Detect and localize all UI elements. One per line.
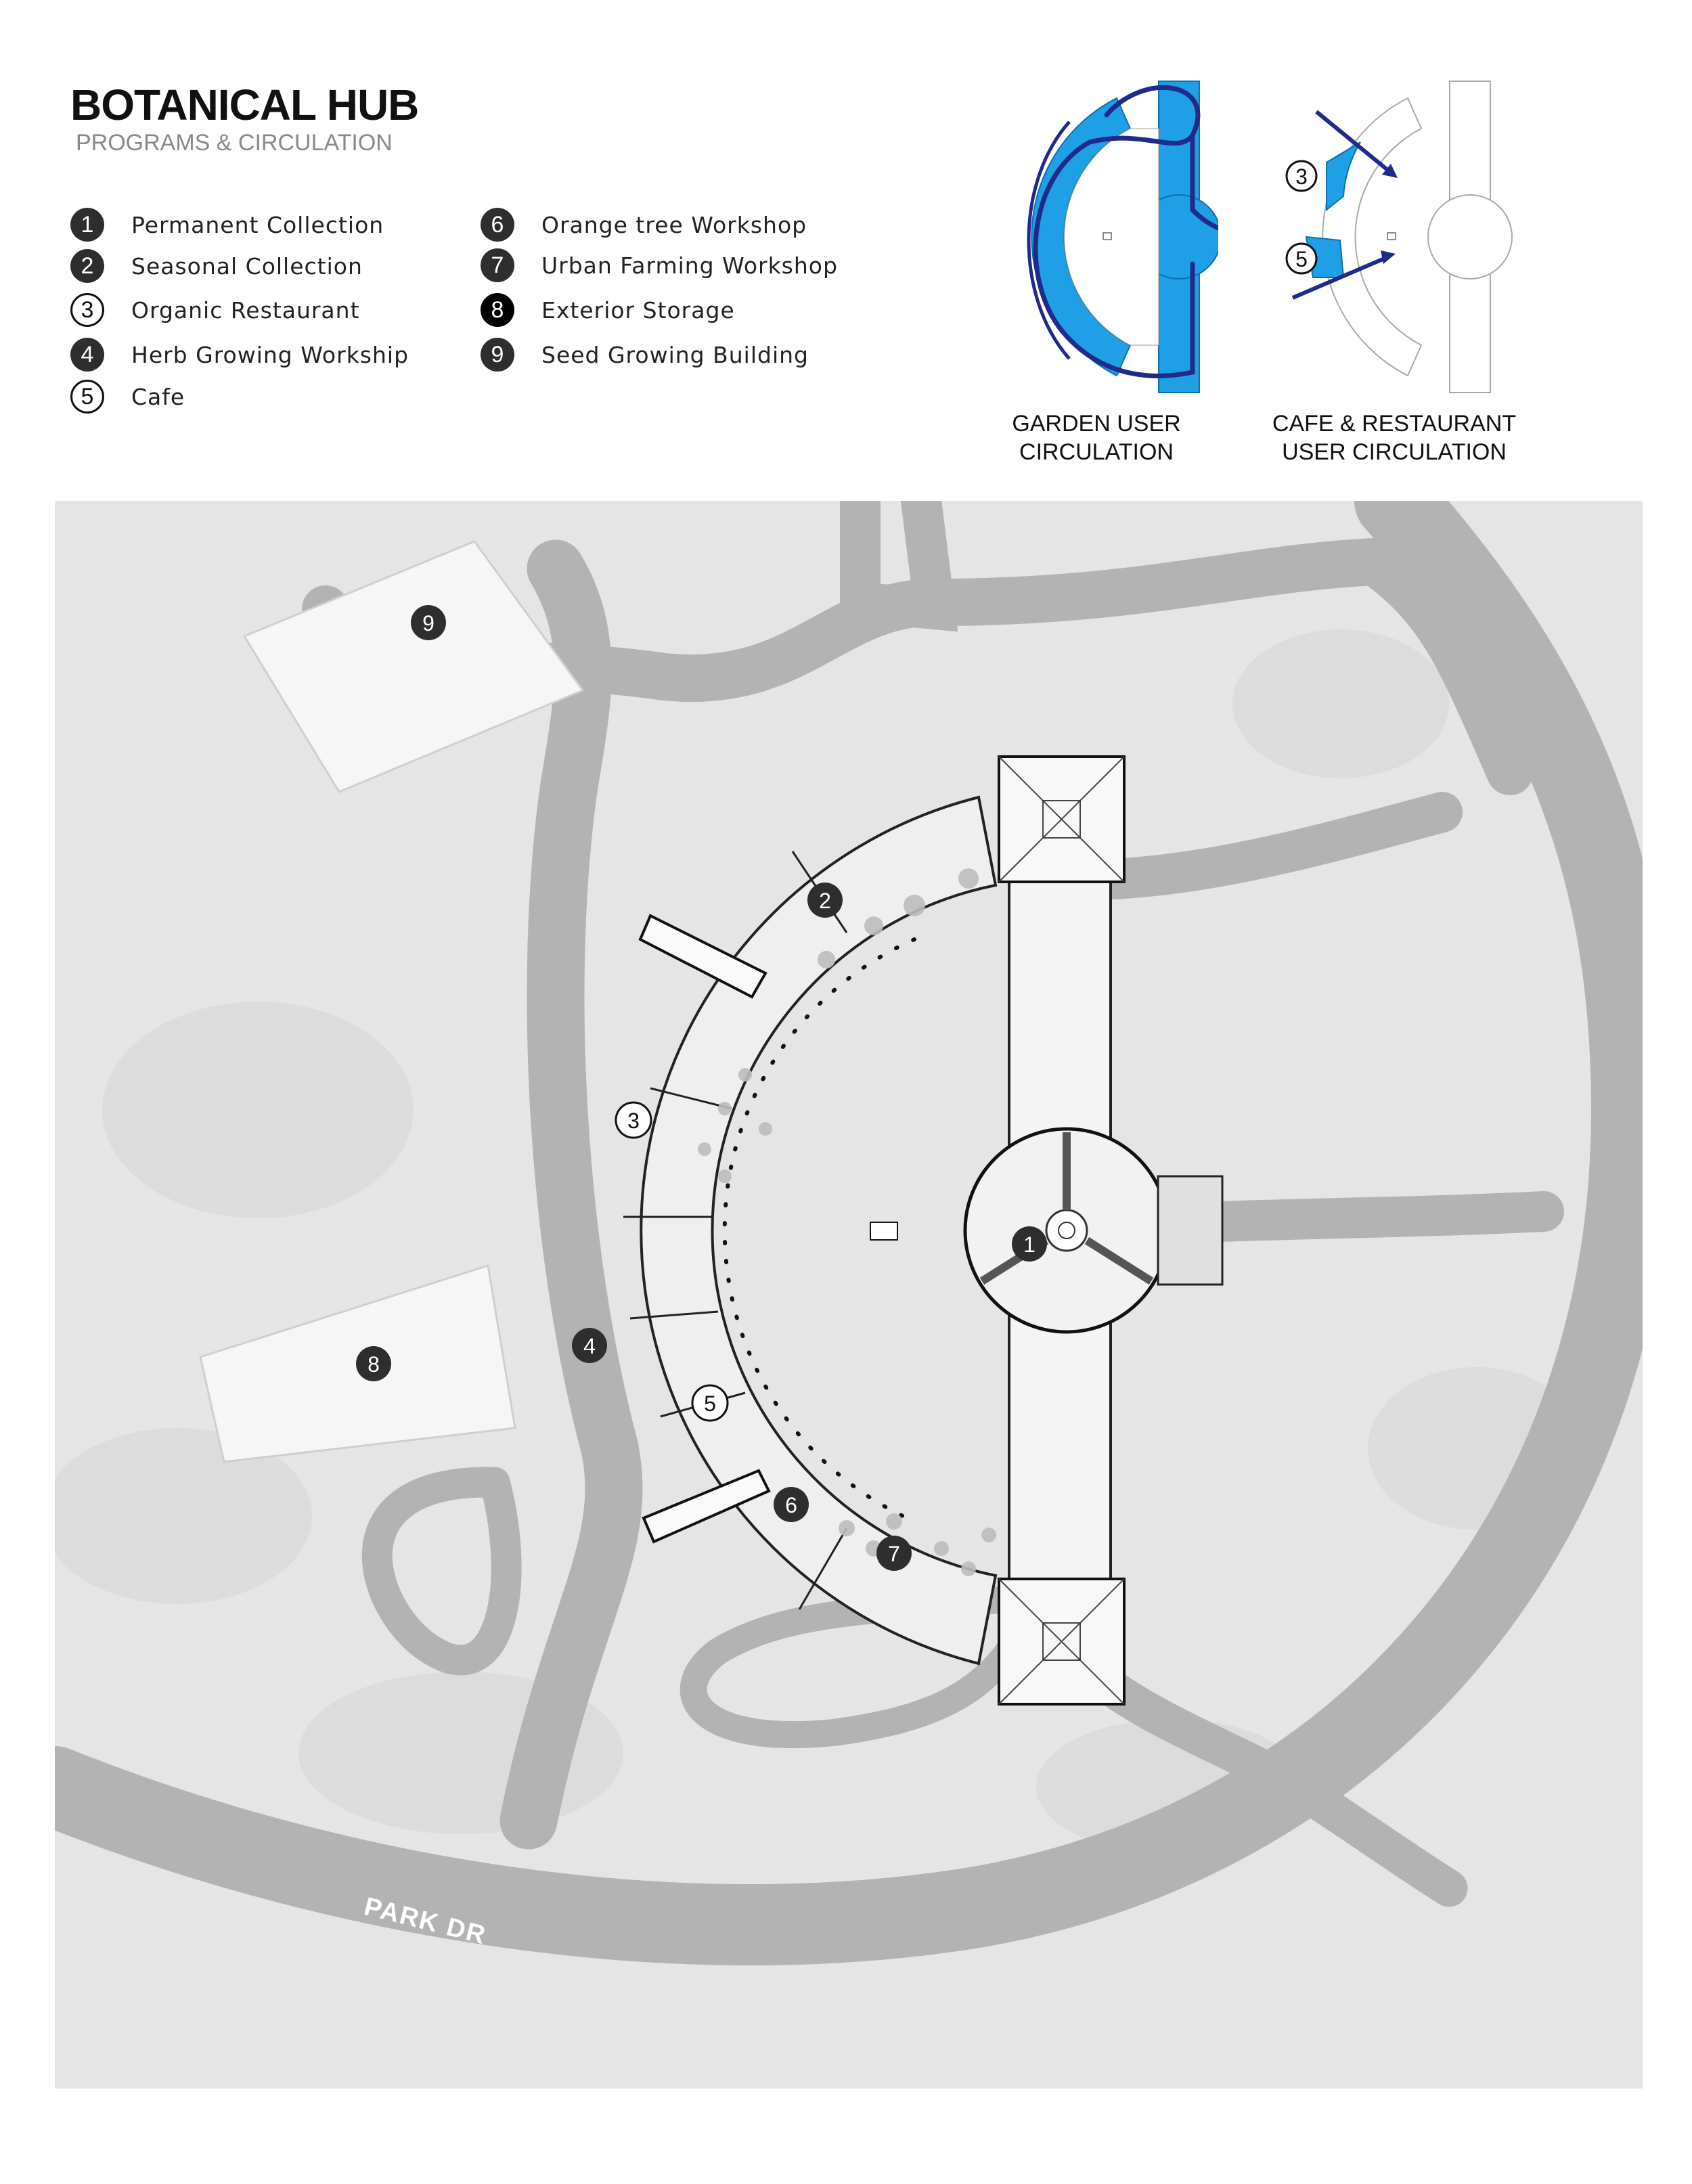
site-marker-3: 3 [615,1101,652,1139]
cafe-circulation-diagram: 3 5 [1285,81,1513,393]
garden-path-line [1033,85,1218,378]
legend-badge: 4 [70,338,104,372]
site-marker-2: 2 [807,883,843,918]
svg-text:1: 1 [1023,1232,1036,1257]
garden-circulation-diagram [1027,81,1218,393]
site-markers: 1 2 3 4 5 6 7 8 [356,605,1047,1571]
page-title: BOTANICAL HUB [70,81,419,129]
seed-growing-building [242,540,585,793]
legend-badge: 1 [70,208,104,242]
cafe-caption: CAFE & RESTAURANT USER CIRCULATION [1272,411,1517,465]
restaurant-zone-fill [1326,141,1361,212]
legend-item: 8 Exterior Storage [481,290,735,330]
svg-text:8: 8 [368,1352,380,1377]
cafe-marker-label: 5 [1295,247,1308,271]
garden-caption: GARDEN USER CIRCULATION [1012,411,1181,465]
svg-text:7: 7 [888,1542,900,1566]
legend-badge: 7 [481,248,514,282]
legend-label: Organic Restaurant [131,296,360,324]
svg-text:4: 4 [583,1334,596,1358]
site-marker-4: 4 [572,1328,607,1363]
legend-label: Orange tree Workshop [541,211,807,238]
site-marker-7: 7 [876,1536,912,1571]
legend-item: 9 Seed Growing Building [481,334,809,375]
cafe-marker [1285,242,1318,275]
legend-item: 1 Permanent Collection [70,204,384,245]
legend-item: 3 Organic Restaurant [70,290,360,330]
legend-badge: 5 [70,380,104,414]
garden-path-outer [1027,120,1071,360]
legend-label: Seed Growing Building [541,341,809,368]
legend-label: Seasonal Collection [131,252,363,280]
page-subtitle: PROGRAMS & CIRCULATION [76,130,393,156]
legend-item: 2 Seasonal Collection [70,246,363,286]
site-marker-8: 8 [356,1346,391,1381]
legend-item: 4 Herb Growing Workship [70,334,409,375]
site-marker-9: 9 [411,605,446,640]
site-marker-1: 1 [1012,1226,1047,1262]
legend-badge: 2 [70,249,104,283]
legend-item: 7 Urban Farming Workshop [481,245,838,286]
legend-badge: 9 [481,338,514,372]
svg-text:9: 9 [422,611,435,636]
legend-badge: 6 [481,208,514,242]
legend-badge: 8 [481,293,514,327]
legend-item: 6 Orange tree Workshop [481,204,807,245]
svg-text:5: 5 [704,1391,716,1416]
legend-label: Cafe [131,383,185,410]
legend-item: 5 Cafe [70,376,185,417]
legend-label: Herb Growing Workship [131,341,409,368]
legend-badge: 3 [70,293,104,327]
legend-label: Exterior Storage [541,296,735,324]
legend-label: Urban Farming Workshop [541,252,838,279]
svg-text:3: 3 [627,1109,640,1133]
site-marker-5: 5 [691,1384,729,1422]
svg-text:2: 2 [819,889,831,913]
site-plan: 1 2 3 4 5 6 7 8 [55,501,1643,2089]
cafe-arrow [1291,255,1389,300]
svg-text:6: 6 [785,1493,797,1517]
legend-label: Permanent Collection [131,211,384,238]
restaurant-marker-label: 3 [1295,164,1308,189]
restaurant-marker [1285,160,1318,192]
site-marker-6: 6 [774,1487,809,1522]
restaurant-arrow [1315,110,1392,175]
